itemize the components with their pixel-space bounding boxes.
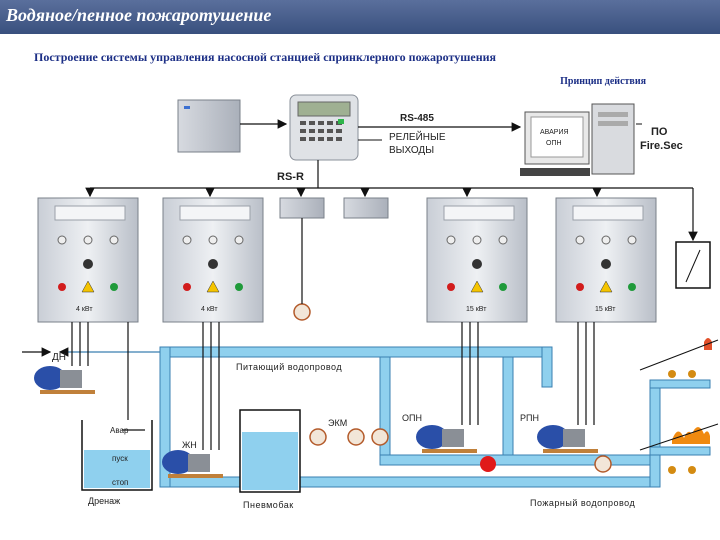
cabinet-3 <box>426 197 528 323</box>
relay-module-1 <box>279 197 325 219</box>
screen-text-2: ОПН <box>546 140 562 147</box>
cabinet-2 <box>162 197 264 323</box>
page-title: Водяное/пенное пожаротушение <box>6 5 272 25</box>
label-pusk: пуск <box>112 454 128 463</box>
corner-note: Принцип действия <box>560 76 646 87</box>
label-ekm: ЭКМ <box>328 418 348 428</box>
relay-outputs-label-1: РЕЛЕЙНЫЕ <box>389 132 446 143</box>
software-label-1: ПО <box>651 126 668 138</box>
label-pneumatic-tank: Пневмобак <box>243 500 294 510</box>
pump-rpn <box>537 425 598 453</box>
pump-dn <box>34 366 95 394</box>
relay-module-2 <box>343 197 389 219</box>
page-subtitle: Построение системы управления насосной с… <box>34 50 497 64</box>
cabinet-4 <box>555 197 657 323</box>
label-stop: стоп <box>112 478 129 487</box>
cabinet-1 <box>37 197 139 323</box>
label-avar: Авар <box>110 426 129 435</box>
label-fire-pipe: Пожарный водопровод <box>530 498 636 508</box>
power-supply-unit <box>177 99 241 153</box>
cabinet-1-power: 4 кВт <box>76 306 93 313</box>
drainage-pit <box>81 420 153 491</box>
relay-outputs-label-2: ВЫХОДЫ <box>389 145 435 156</box>
label-rpn: РПН <box>520 413 539 423</box>
rsr-label: RS-R <box>277 171 304 183</box>
cabinet-4-power: 15 кВт <box>595 306 616 313</box>
software-label-2: Fire.Sec <box>640 140 683 152</box>
pump-opn <box>416 425 477 453</box>
valve-red <box>480 456 496 472</box>
screen-text-1: АВАРИЯ <box>540 129 569 136</box>
cabinet-2-power: 4 кВт <box>201 306 218 313</box>
label-dn: ДН <box>52 352 66 363</box>
label-supply-pipe: Питающий водопровод <box>236 362 343 372</box>
rs485-label: RS-485 <box>400 113 434 124</box>
computer <box>520 103 635 176</box>
label-opn: ОПН <box>402 413 422 423</box>
title-bar <box>0 0 720 34</box>
pump-zhn <box>162 450 223 478</box>
control-panel <box>289 94 359 161</box>
label-drainage: Дренаж <box>88 496 121 506</box>
pressure-gauges <box>293 303 612 473</box>
sprinklers <box>668 370 696 474</box>
label-zhn: ЖН <box>182 440 197 450</box>
pneumatic-tank <box>239 409 301 493</box>
flow-switch <box>675 241 711 289</box>
cabinet-3-power: 15 кВт <box>466 306 487 313</box>
